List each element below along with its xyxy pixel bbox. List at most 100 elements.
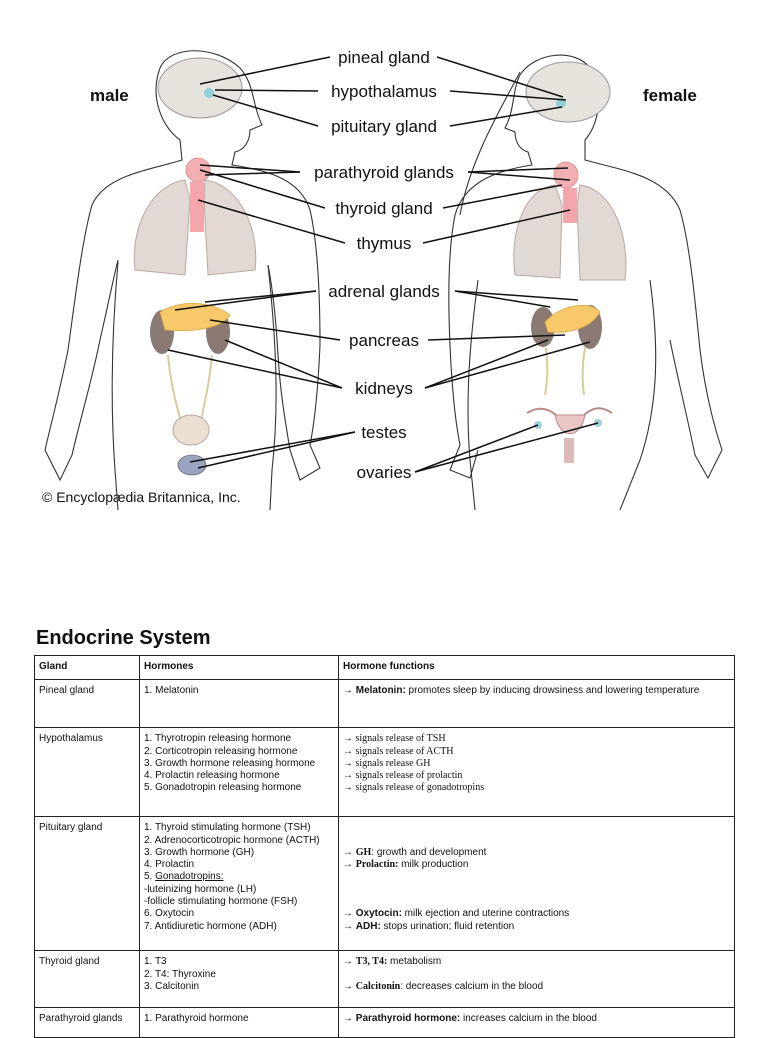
header-gland: Gland xyxy=(34,654,140,681)
hormone-name: Prolactin: xyxy=(355,859,399,871)
endocrine-diagram: male female pineal gland hypothalamus pi… xyxy=(42,48,723,511)
functions-cell: → T3, T4: metabolism → Calcitonin: decrea… xyxy=(338,950,735,1009)
arrow-icon: → xyxy=(343,733,356,745)
header-functions: Hormone functions xyxy=(338,654,735,681)
female-label: female xyxy=(643,86,697,105)
table-row: Parathyroid glands 1. Parathyroid hormone… xyxy=(34,1007,735,1038)
male-body-outline xyxy=(44,50,321,511)
hormone-item: 3. Growth hormone releasing hormone xyxy=(144,757,316,769)
gland-cell: Pineal gland xyxy=(34,679,140,729)
arrow-icon: → xyxy=(343,745,356,757)
label-hypothalamus: hypothalamus xyxy=(331,82,437,101)
function-item xyxy=(343,969,730,981)
hormones-cell: 1. Parathyroid hormone xyxy=(139,1007,339,1038)
hormone-item: 7. Antidiuretic hormone (ADH) xyxy=(144,920,277,932)
function-text: milk production xyxy=(398,859,469,871)
function-item: → Calcitonin: decreases calcium in the b… xyxy=(343,981,730,993)
label-pancreas: pancreas xyxy=(349,331,419,350)
function-item xyxy=(343,871,730,883)
function-text: signals release of gonadotropins xyxy=(355,782,485,794)
hormone-item: 2. Adrenocorticotropic hormone (ACTH) xyxy=(144,834,320,846)
hormone-item: 4. Prolactin releasing hormone xyxy=(144,770,280,782)
function-item: → Parathyroid hormone: increases calcium… xyxy=(343,1013,730,1025)
header-hormones: Hormones xyxy=(139,654,339,681)
pointer-lines xyxy=(167,56,599,473)
hormone-item: 2. T4: Thyroxine xyxy=(144,968,216,980)
hormone-item: 3. Calcitonin xyxy=(144,980,200,992)
label-thymus: thymus xyxy=(357,234,412,253)
hormone-item: -luteinizing hormone (LH) xyxy=(144,883,257,895)
arrow-icon: → xyxy=(343,685,356,697)
function-item xyxy=(343,835,730,847)
arrow-icon: → xyxy=(343,782,356,794)
hormone-item: 2. Corticotropin releasing hormone xyxy=(144,745,298,757)
label-kidneys: kidneys xyxy=(355,379,413,398)
male-label: male xyxy=(90,86,129,105)
label-ovaries: ovaries xyxy=(357,463,412,482)
hormones-cell: 1. Melatonin xyxy=(139,679,339,729)
function-text: milk ejection and uterine contractions xyxy=(401,908,570,920)
hormone-name: Oxytocin: xyxy=(355,908,402,920)
arrow-icon: → xyxy=(343,920,356,932)
label-adrenal-glands: adrenal glands xyxy=(328,282,440,301)
function-item xyxy=(343,884,730,896)
endocrine-table: Gland Hormones Hormone functions Pineal … xyxy=(34,654,735,1038)
hormone-item: 6. Oxytocin xyxy=(144,908,195,920)
hormone-item: 3. Growth hormone (GH) xyxy=(144,846,255,858)
functions-cell: → Melatonin: promotes sleep by inducing … xyxy=(338,679,735,729)
female-body-outline xyxy=(448,54,723,511)
function-text: stops urination; fluid retention xyxy=(380,920,515,932)
functions-cell: → signals release of TSH→ signals releas… xyxy=(338,727,735,818)
hormone-item: 5. Gonadotropin releasing hormone xyxy=(144,782,302,794)
hormone-item: 1. Parathyroid hormone xyxy=(144,1013,249,1025)
label-pineal-gland: pineal gland xyxy=(338,48,430,67)
label-pituitary-gland: pituitary gland xyxy=(331,117,437,136)
function-item: → T3, T4: metabolism xyxy=(343,956,730,968)
function-item: → signals release of gonadotropins xyxy=(343,782,730,794)
function-item: → Prolactin: milk production xyxy=(343,859,730,871)
function-item: → GH: growth and development xyxy=(343,847,730,859)
gland-cell: Thyroid gland xyxy=(34,950,140,1009)
hormone-item: 1. Melatonin xyxy=(144,685,199,697)
arrow-icon: → xyxy=(343,908,356,920)
gland-cell: Hypothalamus xyxy=(34,727,140,818)
function-text: signals release of ACTH xyxy=(355,745,454,757)
hormone-item: 1. Thyrotropin releasing hormone xyxy=(144,733,292,745)
copyright-notice: © Encyclopædia Britannica, Inc. xyxy=(42,489,241,505)
hormone-item: 1. T3 xyxy=(144,956,167,968)
hormones-cell: 1. Thyroid stimulating hormone (TSH)2. A… xyxy=(139,816,339,952)
label-thyroid-gland: thyroid gland xyxy=(335,199,432,218)
function-text: signals release of TSH xyxy=(355,733,446,745)
function-item xyxy=(343,822,730,834)
hormone-item: -follicle stimulating hormone (FSH) xyxy=(144,896,298,908)
label-parathyroid-glands: parathyroid glands xyxy=(314,163,454,182)
function-item: → signals release of prolactin xyxy=(343,770,730,782)
gland-cell: Parathyroid glands xyxy=(34,1007,140,1038)
hormone-name: Melatonin: xyxy=(355,685,406,697)
gland-cell: Pituitary gland xyxy=(34,816,140,952)
function-text: : growth and development xyxy=(371,846,487,858)
hormone-item: 1. Thyroid stimulating hormone (TSH) xyxy=(144,822,311,834)
function-item: → signals release of TSH xyxy=(343,733,730,745)
functions-cell: → Parathyroid hormone: increases calcium… xyxy=(338,1007,735,1038)
hormone-name: GH xyxy=(355,846,372,858)
hormone-item: 5. Gonadotropins: xyxy=(144,871,224,883)
section-title: Endocrine System xyxy=(36,627,211,649)
function-text: signals release GH xyxy=(355,757,431,769)
function-item: → signals release of ACTH xyxy=(343,746,730,758)
arrow-icon: → xyxy=(343,859,356,871)
function-text: increases calcium in the blood xyxy=(460,1013,597,1025)
arrow-icon: → xyxy=(343,846,356,858)
function-item: → Melatonin: promotes sleep by inducing … xyxy=(343,685,730,697)
function-text: : decreases calcium in the blood xyxy=(400,980,544,992)
label-testes: testes xyxy=(361,423,406,442)
hormone-name: Calcitonin xyxy=(355,980,401,992)
function-text: promotes sleep by inducing drowsiness an… xyxy=(405,685,700,697)
hormone-name: ADH: xyxy=(355,920,381,932)
function-text: signals release of prolactin xyxy=(355,770,463,782)
